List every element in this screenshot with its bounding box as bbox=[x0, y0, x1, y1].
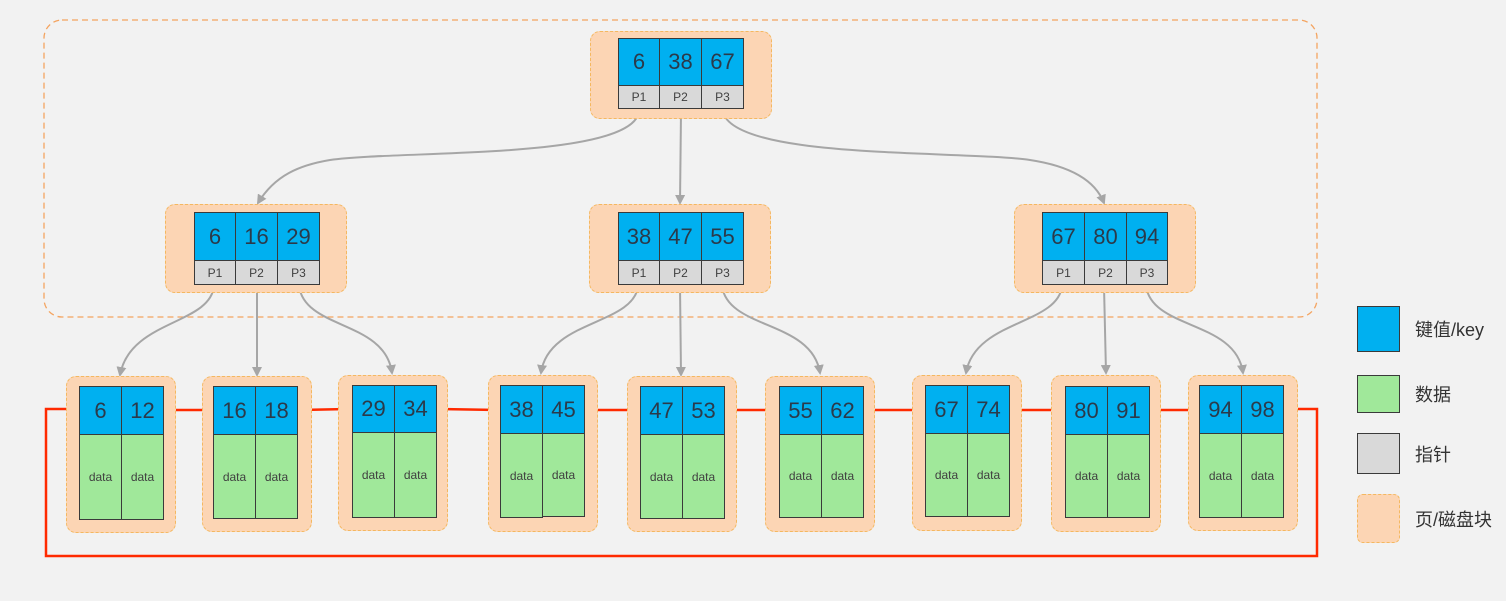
key-cell: 94 bbox=[1126, 212, 1168, 261]
key-cell: 38 bbox=[618, 212, 660, 261]
pointer-cell: P3 bbox=[701, 85, 744, 109]
legend-item-page: 页/磁盘块 bbox=[1357, 494, 1492, 543]
key-cell: 34 bbox=[394, 385, 437, 433]
key-cell: 94 bbox=[1199, 385, 1242, 434]
tree-edge bbox=[721, 285, 824, 375]
pointer-cell: P3 bbox=[277, 260, 320, 285]
key-cell: 55 bbox=[701, 212, 744, 261]
data-cell: data bbox=[1065, 434, 1108, 518]
tree-edge bbox=[537, 285, 639, 375]
data-swatch bbox=[1357, 375, 1400, 413]
tree-edge bbox=[722, 111, 1106, 205]
key-cell: 47 bbox=[659, 212, 702, 261]
key-cell: 6 bbox=[79, 386, 122, 435]
key-cell: 29 bbox=[277, 212, 320, 261]
pointer-cell: P1 bbox=[618, 260, 660, 285]
legend-item-pointer: 指针 bbox=[1357, 433, 1451, 474]
data-cell: data bbox=[500, 433, 543, 518]
data-cell: data bbox=[821, 434, 864, 518]
legend-item-key: 键值/key bbox=[1357, 306, 1484, 352]
leaf-wraparound-link bbox=[44, 404, 1319, 558]
key-cell: 67 bbox=[1042, 212, 1085, 261]
key-cell: 38 bbox=[500, 385, 543, 434]
key-cell: 91 bbox=[1107, 386, 1150, 435]
tree-edge bbox=[1145, 285, 1247, 375]
key-cell: 47 bbox=[640, 386, 683, 435]
key-cell: 45 bbox=[542, 385, 585, 434]
key-cell: 98 bbox=[1241, 385, 1284, 434]
data-cell: data bbox=[1199, 433, 1242, 518]
key-cell: 18 bbox=[255, 386, 298, 435]
data-cell: data bbox=[213, 434, 256, 519]
pointer-cell: P1 bbox=[1042, 260, 1085, 285]
tree-edge bbox=[1100, 285, 1111, 375]
legend-item-data: 数据 bbox=[1357, 375, 1451, 413]
data-cell: data bbox=[255, 434, 298, 519]
key-cell: 6 bbox=[194, 212, 236, 261]
tree-edge bbox=[116, 285, 215, 377]
key-cell: 67 bbox=[701, 38, 744, 86]
key-cell: 74 bbox=[967, 385, 1010, 434]
legend-label: 指针 bbox=[1415, 444, 1451, 465]
key-cell: 12 bbox=[121, 386, 164, 435]
pointer-cell: P2 bbox=[235, 260, 278, 285]
key-swatch bbox=[1357, 306, 1400, 352]
tree-edge bbox=[675, 285, 686, 377]
data-cell: data bbox=[1241, 433, 1284, 518]
key-cell: 53 bbox=[682, 386, 725, 435]
tree-edge bbox=[256, 111, 640, 205]
key-cell: 16 bbox=[235, 212, 278, 261]
key-cell: 6 bbox=[618, 38, 660, 86]
data-cell: data bbox=[925, 433, 968, 517]
pointer-cell: P2 bbox=[659, 85, 702, 109]
data-cell: data bbox=[79, 434, 122, 520]
data-cell: data bbox=[640, 434, 683, 519]
key-cell: 80 bbox=[1065, 386, 1108, 435]
pointer-cell: P1 bbox=[618, 85, 660, 109]
pointer-cell: P1 bbox=[194, 260, 236, 285]
key-cell: 29 bbox=[352, 385, 395, 433]
key-cell: 38 bbox=[659, 38, 702, 86]
pointer-cell: P3 bbox=[701, 260, 744, 285]
key-cell: 67 bbox=[925, 385, 968, 434]
data-cell: data bbox=[352, 432, 395, 518]
tree-edge bbox=[675, 111, 686, 205]
pointer-cell: P3 bbox=[1126, 260, 1168, 285]
tree-edge bbox=[962, 285, 1063, 375]
data-cell: data bbox=[121, 434, 164, 520]
key-cell: 62 bbox=[821, 386, 864, 435]
legend-label: 页/磁盘块 bbox=[1415, 509, 1493, 530]
pointer-cell: P2 bbox=[659, 260, 702, 285]
key-cell: 16 bbox=[213, 386, 256, 435]
data-cell: data bbox=[682, 434, 725, 519]
legend-label: 键值/key bbox=[1415, 320, 1485, 340]
key-cell: 55 bbox=[779, 386, 822, 435]
data-cell: data bbox=[967, 433, 1010, 517]
pointer-swatch bbox=[1357, 433, 1400, 474]
key-cell: 80 bbox=[1084, 212, 1127, 261]
data-cell: data bbox=[779, 434, 822, 518]
legend-label: 数据 bbox=[1415, 385, 1451, 405]
data-cell: data bbox=[394, 432, 437, 518]
pointer-cell: P2 bbox=[1084, 260, 1127, 285]
tree-edge bbox=[298, 285, 396, 375]
data-cell: data bbox=[542, 433, 585, 517]
data-cell: data bbox=[1107, 434, 1150, 518]
page-swatch bbox=[1357, 494, 1400, 543]
